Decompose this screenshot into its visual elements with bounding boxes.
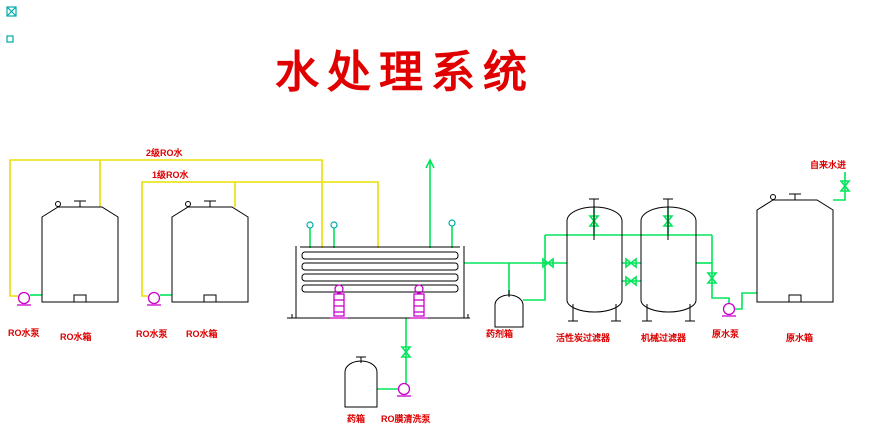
high-pressure-pump-icon	[330, 284, 348, 319]
drawing-marker-icon	[6, 6, 17, 17]
label-mechanical-filter: 机械过滤器	[641, 332, 687, 343]
label-ro-tank-1: RO水箱	[60, 331, 92, 342]
pipe-ro-feed-line	[464, 262, 567, 295]
label-ro-pump-2: RO水泵	[136, 328, 169, 339]
label-dosing-tank: 药剂箱	[486, 328, 513, 339]
gauge-icon	[306, 221, 314, 229]
ro-feed-pump-icon-2	[147, 291, 161, 306]
gauge-group	[306, 219, 456, 229]
valve-group	[400, 180, 851, 358]
label-ro-tank-2: RO水箱	[186, 328, 218, 339]
valve-icon	[706, 272, 718, 284]
valve-icon	[542, 257, 554, 269]
valve-icon	[625, 257, 637, 269]
pipe-ro-stage2-product	[9, 159, 323, 297]
carbon-filter-vessel	[566, 198, 623, 322]
valve-icon	[400, 346, 412, 358]
valve-icon	[839, 180, 851, 192]
label-ro-pump-1: RO水泵	[8, 327, 41, 338]
pipe-raw-pump-suction	[735, 292, 757, 310]
ro-water-tank-1	[41, 200, 119, 303]
label-carbon-filter: 活性炭过滤器	[556, 332, 611, 343]
label-raw-water-tank: 原水箱	[786, 332, 813, 343]
ro-membrane-unit	[287, 246, 470, 319]
gauge-icon	[330, 221, 338, 229]
mechanical-filter-vessel	[640, 198, 697, 322]
pipe-membrane-cleaning	[377, 318, 407, 390]
pipe-tap-water-inlet	[833, 172, 846, 201]
ro-water-tank-2	[171, 200, 249, 303]
high-pressure-pump-icon	[410, 284, 428, 319]
drawing-marker-icon	[6, 35, 14, 43]
cleaning-pump-icon	[397, 382, 411, 397]
dosing-tank	[494, 290, 524, 328]
pipe-ro-stage1-product	[141, 181, 379, 297]
annotation-ro-stage2: 2级RO水	[146, 147, 184, 158]
pipe-filter-interconnect	[622, 262, 641, 282]
pipe-filter-top-header	[523, 207, 712, 301]
raw-water-pump-icon	[722, 302, 736, 317]
pipe-ro-instrument-stubs	[309, 162, 453, 248]
annotation-tap-water-in: 自来水进	[810, 159, 846, 170]
gauge-icon	[448, 219, 456, 227]
label-ro-cleaning-pump: RO膜清洗泵	[381, 413, 432, 424]
label-raw-water-pump: 原水泵	[712, 328, 740, 339]
valve-icon	[662, 215, 674, 227]
page-title: 水处理系统	[275, 48, 535, 97]
flow-arrow-icon	[425, 158, 435, 169]
valve-icon	[588, 215, 600, 227]
annotation-ro-stage1: 1级RO水	[152, 169, 190, 180]
valve-icon	[625, 275, 637, 287]
chemical-box-tank	[344, 356, 378, 408]
pipe-raw-pump-discharge	[696, 235, 730, 303]
ro-feed-pump-icon-1	[17, 291, 31, 306]
raw-water-tank	[756, 193, 834, 303]
label-chemical-box: 药箱	[347, 413, 365, 424]
